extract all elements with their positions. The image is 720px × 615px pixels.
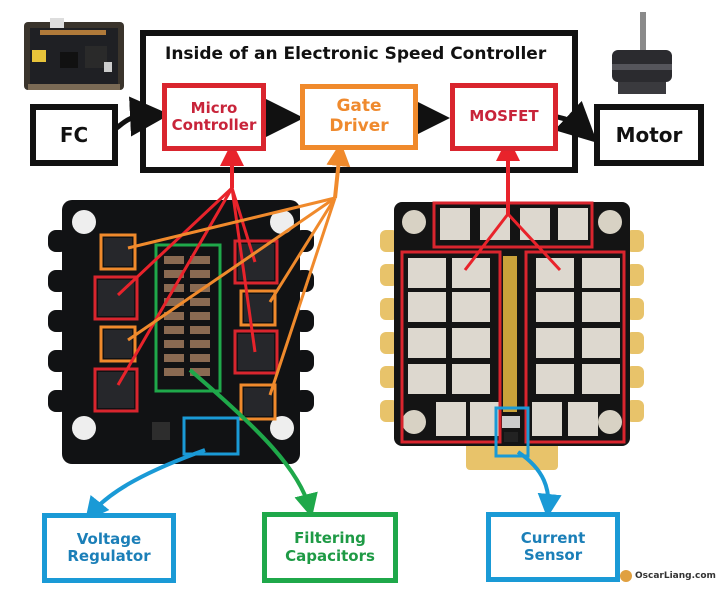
mosfet-block: MOSFET <box>450 83 558 151</box>
mosfet-pad <box>408 258 446 288</box>
mosfet-pad <box>532 402 562 436</box>
mosfet-pad <box>568 402 598 436</box>
watermark-logo-icon <box>620 570 632 582</box>
motor-label: Motor <box>615 122 683 147</box>
mosfet-label: MOSFET <box>469 107 539 126</box>
mosfet-pad <box>582 364 620 394</box>
micro-controller-highlight <box>93 367 139 413</box>
mosfet-pad <box>436 402 466 436</box>
gate-driver-pointer-lines <box>127 142 351 396</box>
gate-driver-label-line1: Gate <box>336 96 382 117</box>
mosfet-pad <box>582 328 620 358</box>
micro-controller-label-line1: Micro <box>190 98 238 117</box>
motor-image <box>612 12 672 94</box>
mosfet-driver-highlight <box>93 275 139 321</box>
gate-driver-highlight <box>239 383 277 421</box>
arrow-voltage-regulator <box>84 448 206 522</box>
mosfet-pad <box>452 364 490 394</box>
fc-node: FC <box>30 104 118 166</box>
voltage-regulator-box: Voltage Regulator <box>42 513 176 583</box>
micro-controller-label-line2: Controller <box>171 116 257 134</box>
mosfet-pad <box>408 328 446 358</box>
mosfet-highlight-right <box>524 250 626 444</box>
mosfet-pad <box>440 208 470 240</box>
mosfet-pad <box>452 292 490 322</box>
mosfet-pad <box>536 364 574 394</box>
mosfet-pad <box>536 292 574 322</box>
mcu-pointer-lines <box>116 142 257 386</box>
gate-driver-highlight <box>99 233 137 271</box>
voltage-regulator-line2: Regulator <box>67 547 151 565</box>
diagram-title: Inside of an Electronic Speed Controller <box>165 44 547 64</box>
watermark-text: OscarLiang.com <box>635 571 716 581</box>
filtering-capacitors-box: Filtering Capacitors <box>262 512 398 583</box>
mosfet-pad <box>558 208 588 240</box>
current-sensor-box: Current Sensor <box>486 512 620 582</box>
current-sensor-line2: Sensor <box>523 546 583 564</box>
fc-label: FC <box>59 122 89 147</box>
mosfet-pad <box>582 292 620 322</box>
mosfet-pad <box>582 258 620 288</box>
current-sensor-highlight <box>494 406 530 458</box>
gate-driver-highlight <box>239 289 277 327</box>
micro-controller-block: Micro Controller <box>162 83 266 151</box>
mosfet-pad <box>408 364 446 394</box>
fc-board-image <box>24 18 124 90</box>
motor-node: Motor <box>594 104 704 166</box>
gate-driver-block: Gate Driver <box>300 84 418 150</box>
mosfet-pad <box>452 328 490 358</box>
micro-controller-highlight <box>233 239 279 285</box>
watermark: OscarLiang.com <box>620 570 716 582</box>
mosfet-highlight-left <box>400 250 502 444</box>
esc-bottom-board-image <box>380 202 644 470</box>
mosfet-pad <box>520 208 550 240</box>
voltage-regulator-line1: Voltage <box>76 529 142 548</box>
mosfet-pad <box>408 292 446 322</box>
mosfet-pad <box>480 208 510 240</box>
filtering-capacitors-line2: Capacitors <box>285 546 375 565</box>
arrow-current-sensor <box>516 450 562 518</box>
mosfet-pad <box>536 328 574 358</box>
gate-driver-label-line2: Driver <box>329 116 389 136</box>
voltage-regulator-highlight <box>182 416 240 456</box>
filtering-capacitors-line1: Filtering <box>294 529 366 548</box>
arrow-filtering-capacitors <box>188 368 318 518</box>
mosfet-highlight-top <box>432 201 594 249</box>
mosfet-pointer-lines <box>463 137 562 272</box>
micro-controller-highlight <box>233 329 279 375</box>
current-sensor-line1: Current <box>520 528 586 547</box>
gate-driver-highlight <box>99 325 137 363</box>
